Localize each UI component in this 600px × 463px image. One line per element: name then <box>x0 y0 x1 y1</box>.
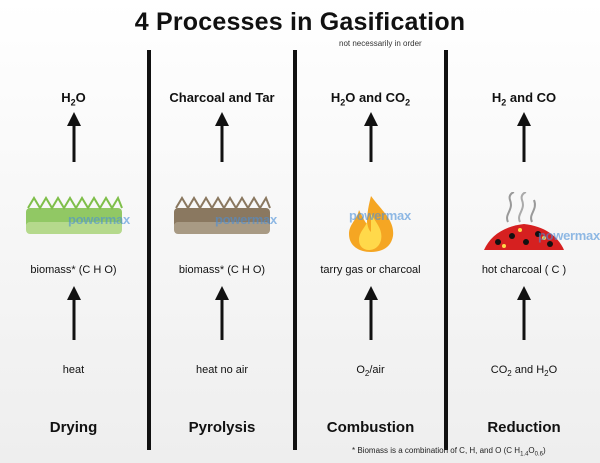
input-label: heat <box>62 364 85 376</box>
footnote: * Biomass is a combination of C, H, and … <box>352 446 546 458</box>
diagram-subtitle: not necessarily in order <box>339 39 422 48</box>
input-label: heat no air <box>196 364 248 376</box>
column-drying: H2O powermax biomass* (C H O) heat Dryin… <box>0 0 147 463</box>
column-pyrolysis: Charcoal and Tar powermax biomass* (C H … <box>151 0 293 463</box>
product-label: H2 and CO <box>491 90 557 108</box>
material-label: hot charcoal ( C ) <box>481 264 567 276</box>
flame-icon <box>348 196 393 252</box>
biomass-icon <box>25 195 123 234</box>
column-divider <box>444 50 448 450</box>
process-name: Pyrolysis <box>188 419 256 436</box>
up-arrow-icon <box>66 112 81 162</box>
watermark-logo: powermax <box>215 212 277 227</box>
watermark-logo: powermax <box>538 228 600 243</box>
process-name: Combustion <box>326 419 415 436</box>
column-divider <box>293 50 297 450</box>
up-arrow-icon <box>215 286 229 340</box>
up-arrow-icon <box>363 112 378 162</box>
up-arrow-icon <box>66 286 81 340</box>
up-arrow-icon <box>517 112 531 162</box>
up-arrow-icon <box>363 286 378 340</box>
hot-charcoal-icon <box>484 192 564 250</box>
watermark-logo: powermax <box>68 212 130 227</box>
up-arrow-icon <box>215 112 229 162</box>
process-name: Reduction <box>487 419 561 436</box>
column-divider <box>147 50 151 450</box>
product-label: H2O and CO2 <box>330 90 411 108</box>
charred-biomass-icon <box>174 195 271 234</box>
input-label: CO2 and H2O <box>490 364 558 379</box>
input-label: O2/air <box>356 364 385 379</box>
material-label: tarry gas or charcoal <box>320 264 421 276</box>
product-label: H2O <box>61 90 86 108</box>
diagram-title: 4 Processes in Gasification <box>134 8 466 36</box>
material-label: biomass* (C H O) <box>178 264 266 276</box>
watermark-logo: powermax <box>349 208 411 223</box>
column-combustion: H2O and CO2 powermax tarry gas or charco… <box>297 0 444 463</box>
material-label: biomass* (C H O) <box>30 264 117 276</box>
column-reduction: H2 and CO powermax hot charcoal ( C ) CO… <box>448 0 600 463</box>
up-arrow-icon <box>517 286 531 340</box>
product-label: Charcoal and Tar <box>169 90 275 105</box>
process-name: Drying <box>49 419 98 436</box>
